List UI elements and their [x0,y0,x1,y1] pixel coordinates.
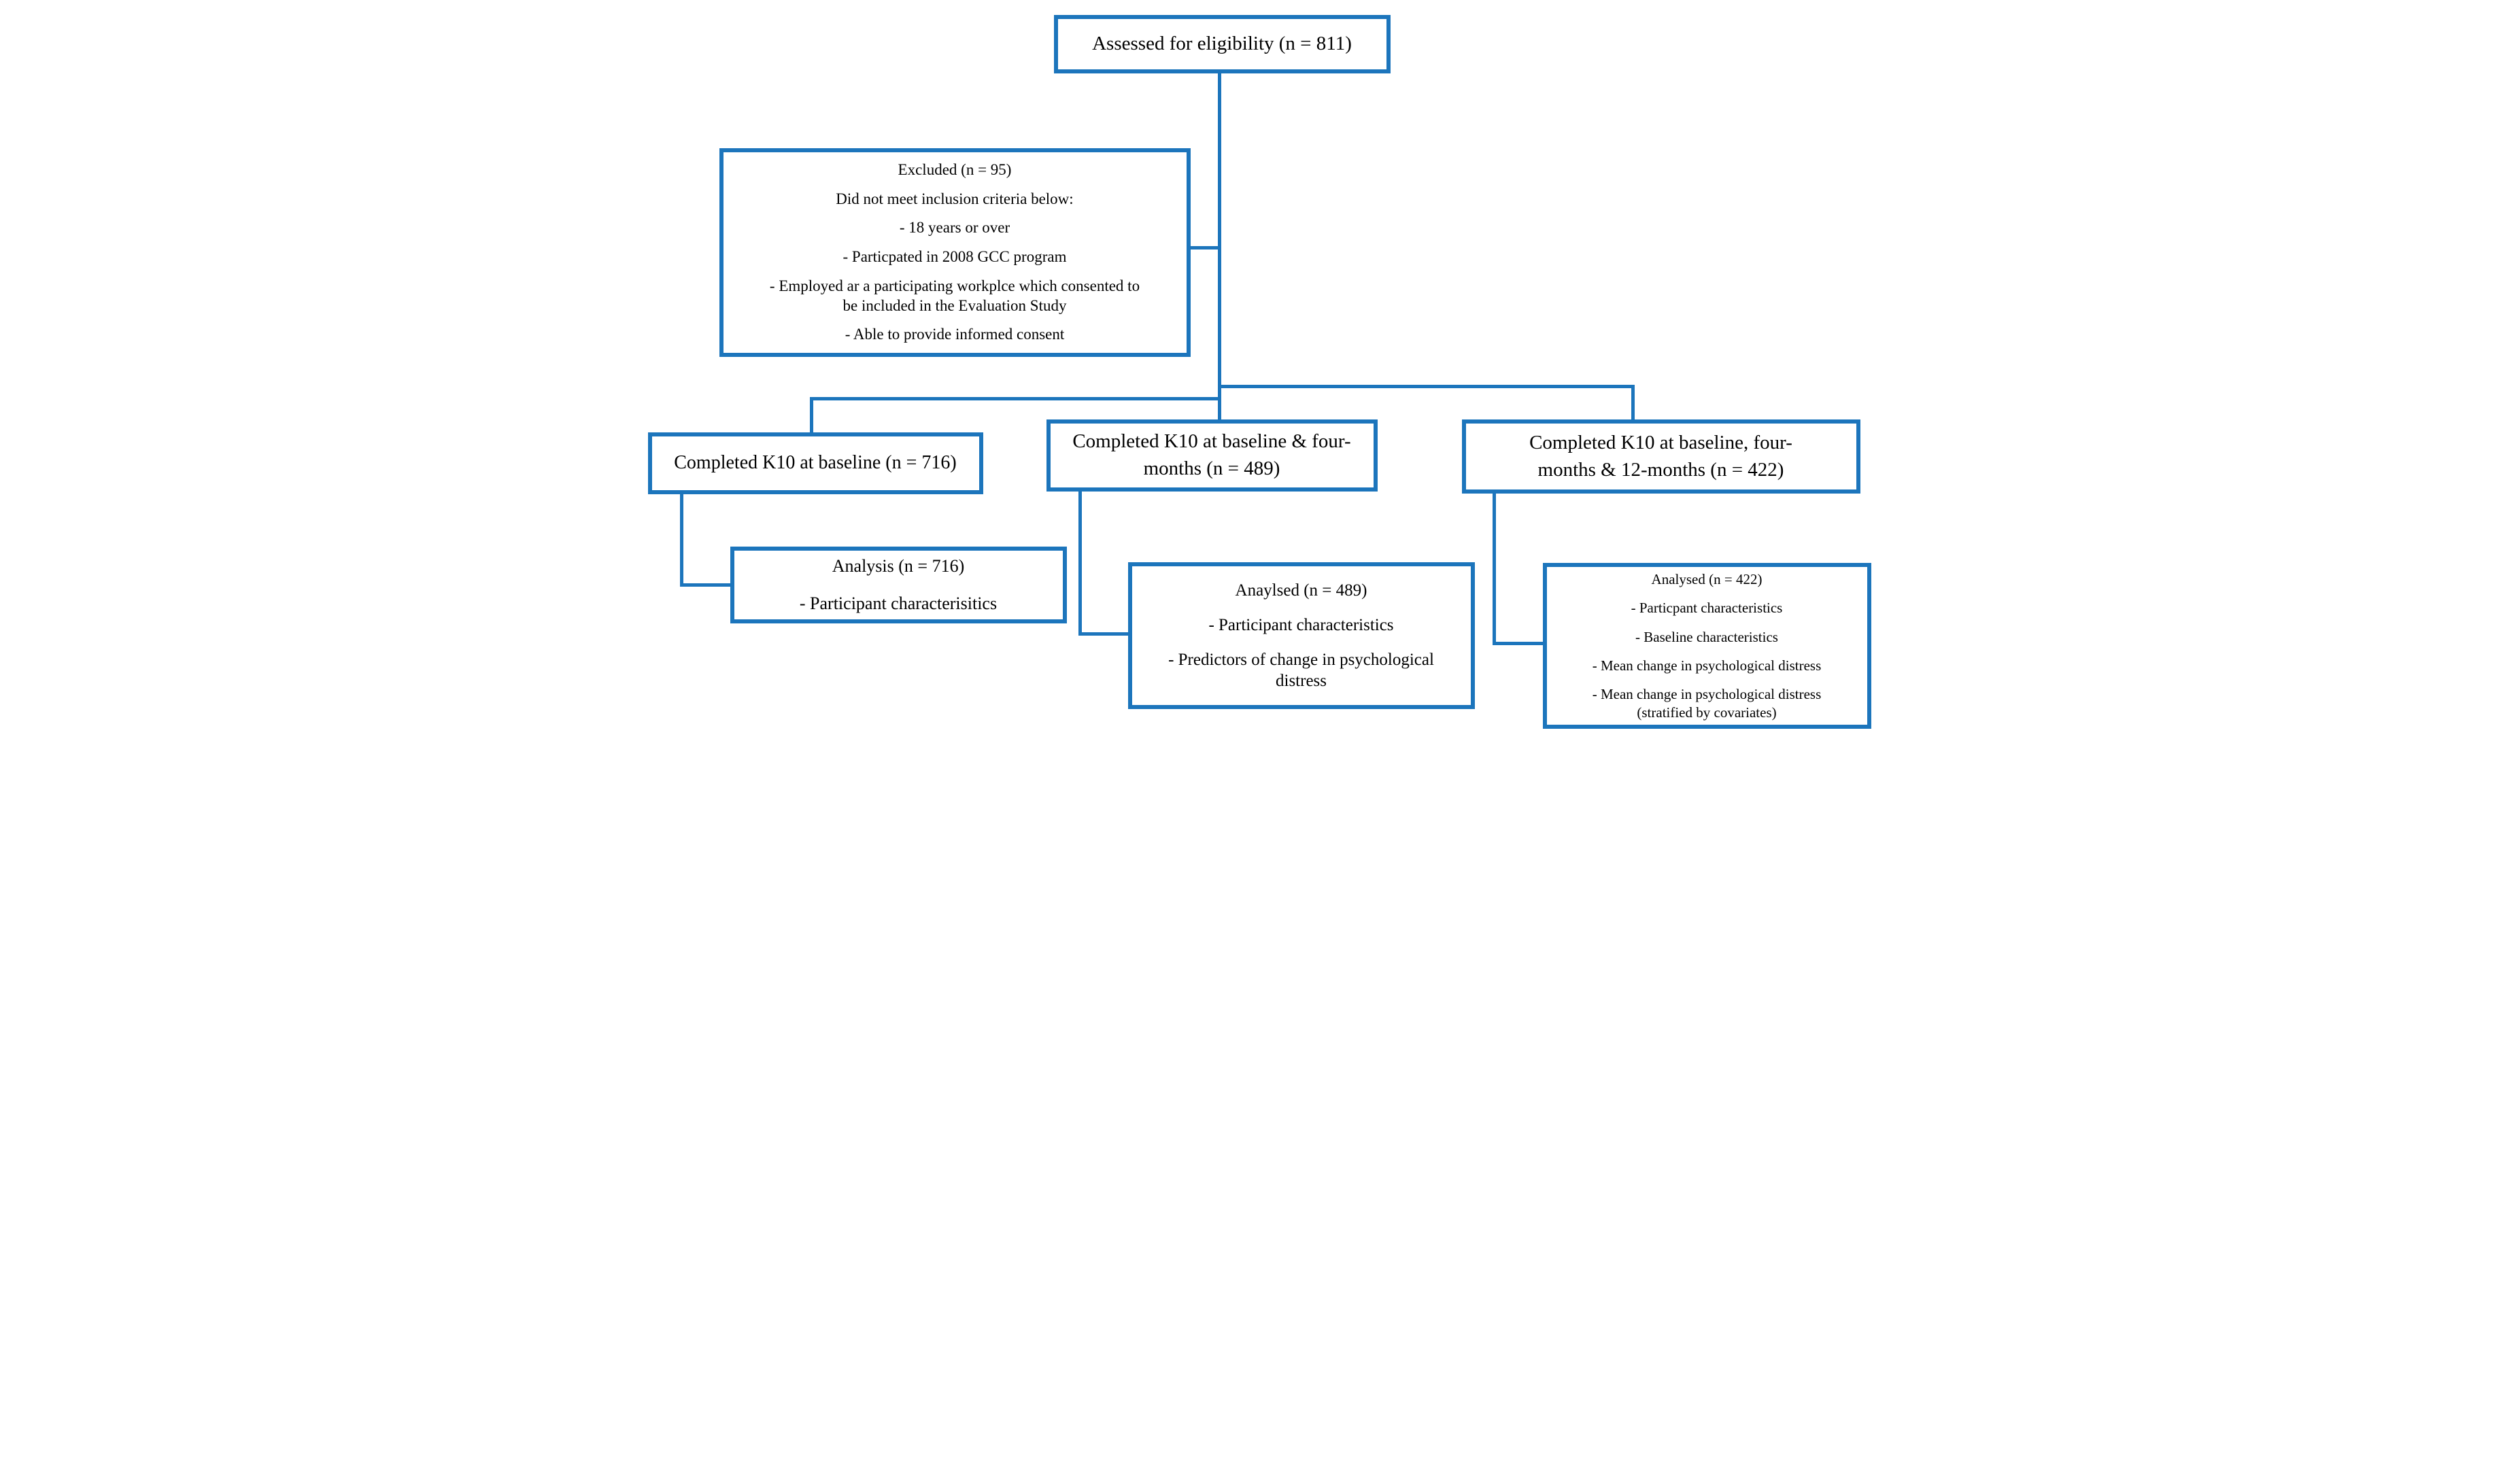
box-text-line: Excluded (n = 95) [898,161,1012,179]
analysis-four-months-box: Anaylsed (n = 489) - Participant charact… [1127,562,1475,709]
completed-baseline-box: Completed K10 at baseline (n = 716) [647,432,983,494]
connector-excluded-horizontal [1188,246,1221,249]
box-text-line: Completed K10 at baseline & four- [1072,430,1351,453]
connector-analysis-four-horizontal [1078,632,1132,636]
box-text-line: months & 12-months (n = 422) [1537,458,1784,481]
connector-left-branch-horizontal [809,397,1221,400]
connector-analysis-four-vertical [1078,490,1082,636]
participant-flow-diagram: Assessed for eligibility (n = 811) Exclu… [630,0,1890,740]
box-text-line: Completed K10 at baseline, four- [1529,431,1792,453]
box-text-line: Analysis (n = 716) [832,556,965,576]
box-text-line: months (n = 489) [1143,458,1280,479]
box-text-line: - Participant characterisitics [799,593,998,613]
box-text-line: - 18 years or over [899,219,1010,237]
box-text-line: - Employed ar a participating workplce w… [769,277,1140,294]
connector-analysis-baseline-horizontal [679,583,734,587]
assessed-eligibility-box: Assessed for eligibility (n = 811) [1053,15,1391,73]
connector-analysis-twelve-vertical [1492,492,1496,645]
completed-twelve-months-box: Completed K10 at baseline, four- months … [1461,419,1860,494]
box-text-line: - Particpant characteristics [1631,600,1783,617]
box-text-line: - Participant characteristics [1208,616,1394,634]
analysis-baseline-box: Analysis (n = 716) - Participant charact… [730,547,1067,623]
box-text-line: Assessed for eligibility (n = 811) [1092,33,1352,55]
box-text-line: - Particpated in 2008 GCC program [842,248,1067,266]
box-text-line: Did not meet inclusion criteria below: [836,190,1074,207]
connector-right-branch-horizontal [1217,385,1635,388]
box-text-line: Completed K10 at baseline (n = 716) [674,452,957,474]
box-text-line: - Mean change in psychological distress [1592,657,1822,674]
connector-left-branch-vertical [809,397,813,435]
box-text-line: - Baseline characteristics [1635,628,1778,645]
box-text-line: (stratified by covariates) [1637,704,1777,721]
completed-four-months-box: Completed K10 at baseline & four- months… [1046,419,1378,492]
box-text-line: Anaylsed (n = 489) [1235,581,1367,600]
excluded-box: Excluded (n = 95) Did not meet inclusion… [719,148,1191,357]
connector-right-branch-vertical [1631,385,1635,422]
connector-analysis-twelve-horizontal [1492,642,1547,645]
analysis-twelve-months-box: Analysed (n = 422) - Particpant characte… [1542,563,1871,729]
box-text-line: Analysed (n = 422) [1651,570,1763,587]
box-text-line: - Able to provide informed consent [845,326,1065,343]
box-text-line: - Mean change in psychological distress [1592,686,1822,703]
box-text-line: be included in the Evaluation Study [842,296,1067,314]
connector-analysis-baseline-vertical [679,493,683,587]
box-text-line: - Predictors of change in psychological [1168,651,1434,669]
box-text-line: distress [1276,672,1327,690]
